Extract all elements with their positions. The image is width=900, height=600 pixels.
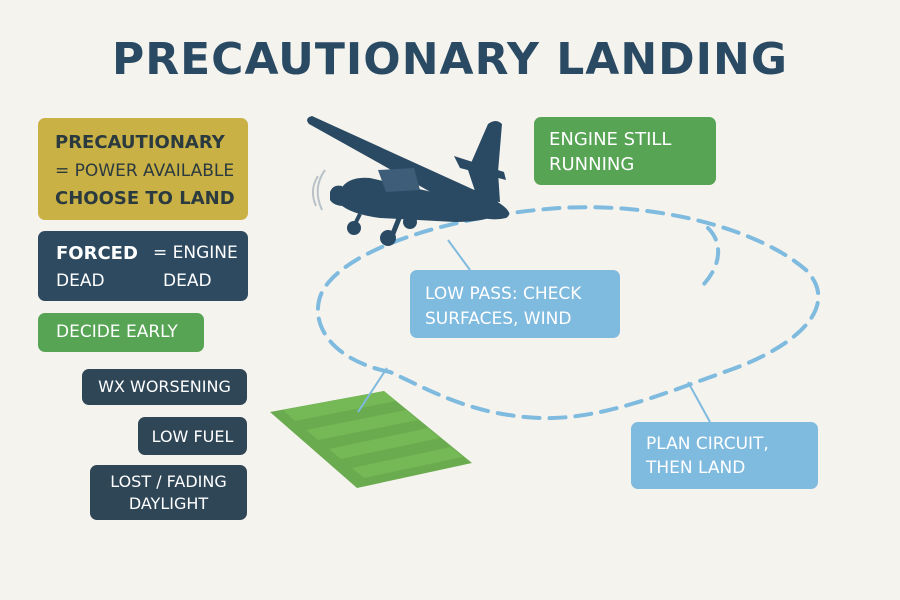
forced-engine-word: = ENGINE	[153, 243, 238, 263]
precautionary-box: PRECAUTIONARY = POWER AVAILABLE CHOOSE T…	[38, 118, 248, 220]
precautionary-choice: CHOOSE TO LAND	[55, 187, 235, 209]
engine-running-line2: RUNNING	[549, 154, 635, 176]
forced-box: FORCED DEAD = ENGINE DEAD	[38, 231, 248, 301]
airplane-icon	[307, 116, 510, 246]
low-fuel-box: LOW FUEL	[138, 417, 247, 455]
page-title: PRECAUTIONARY LANDING	[112, 34, 788, 85]
leader-field	[357, 367, 388, 413]
low-pass-line1: LOW PASS: CHECK	[425, 284, 582, 304]
lost-daylight-box: LOST / FADING DAYLIGHT	[90, 465, 247, 520]
plan-circuit-line1: PLAN CIRCUIT,	[646, 434, 769, 454]
forced-engine-dead-word: DEAD	[163, 271, 212, 291]
plan-circuit-box: PLAN CIRCUIT, THEN LAND	[631, 422, 818, 489]
decide-early-box: DECIDE EARLY	[38, 313, 204, 352]
wx-worsening-box: WX WORSENING	[82, 369, 247, 405]
landing-field-icon	[270, 391, 472, 488]
dashed-circuit-path	[316, 205, 821, 421]
low-pass-line2: SURFACES, WIND	[425, 308, 572, 329]
precautionary-definition: = POWER AVAILABLE	[55, 160, 235, 181]
leader-low-pass	[447, 239, 471, 271]
engine-running-box: ENGINE STILL RUNNING	[534, 117, 716, 185]
precautionary-heading: PRECAUTIONARY	[55, 132, 225, 153]
forced-dead-word: DEAD	[56, 271, 105, 291]
circuit-inner-curve	[696, 226, 721, 292]
engine-running-line1: ENGINE STILL	[549, 129, 672, 150]
low-pass-box: LOW PASS: CHECK SURFACES, WIND	[410, 270, 620, 338]
propeller-motion-icon	[312, 169, 326, 211]
lost-daylight-line1: LOST / FADING	[110, 472, 227, 491]
forced-word: FORCED	[56, 243, 138, 264]
leader-plan	[687, 381, 711, 423]
lost-daylight-line2: DAYLIGHT	[128, 494, 209, 514]
plan-circuit-line2: THEN LAND	[646, 457, 746, 478]
